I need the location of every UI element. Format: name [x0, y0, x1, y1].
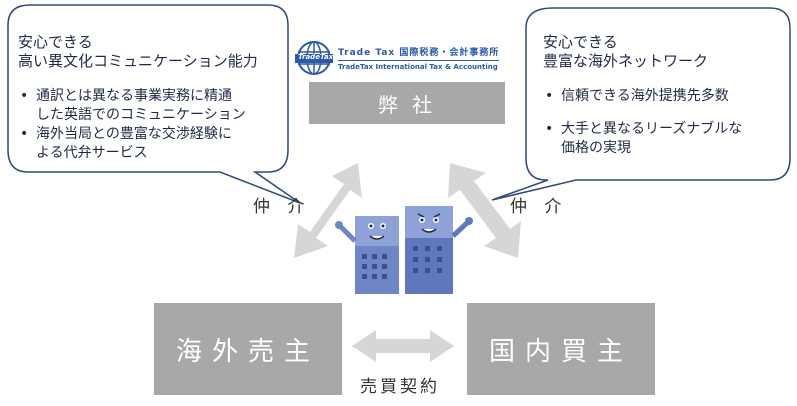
right-bubble-item-1: 信頼できる海外提携先多数 [543, 87, 783, 106]
right-building-icon [405, 206, 473, 294]
left-bubble-item-1: 通訳とは異なる事業実務に精通 した英語でのコミュニケーション [18, 87, 280, 125]
mediation-label-left: 仲 介 [253, 197, 311, 217]
right-bubble-item-2-line-1: 大手と異なるリーズナブルな [561, 121, 743, 137]
logo-name-jp: Trade Tax 国際税務・会計事務所 [338, 48, 500, 58]
right-bubble-title-line-2: 豊富な海外ネットワーク [543, 52, 709, 70]
right-mediation-arrow [448, 163, 521, 258]
left-bubble-list: 通訳とは異なる事業実務に精通 した英語でのコミュニケーション 海外当局との豊富な… [18, 87, 280, 163]
company-logo: TradeTax Trade Tax 国際税務・会計事務所 TradeTax I… [294, 40, 526, 76]
buyer-box: 国内買主 [467, 303, 655, 395]
buildings-illustration [335, 206, 473, 294]
left-bubble-item-2-line-2: よる代弁サービス [36, 145, 148, 161]
contract-label: 売買契約 [360, 377, 440, 397]
company-label: 弊 社 [377, 92, 437, 117]
right-bubble-item-1-line-1: 信頼できる海外提携先多数 [561, 88, 729, 104]
left-bubble-item-2-line-1: 海外当局との豊富な交渉経験に [36, 126, 232, 142]
buyer-label: 国内買主 [488, 336, 633, 367]
left-bubble-title-line-2: 高い異文化コミュニケーション能力 [18, 52, 258, 70]
left-building-icon [335, 216, 399, 294]
left-bubble-title-line-1: 安心できる [18, 33, 93, 51]
company-box: 弊 社 [309, 82, 505, 124]
logo-name-en: TradeTax International Tax & Accounting [338, 63, 498, 71]
seller-label: 海外売主 [175, 336, 320, 367]
mediation-label-right: 仲 介 [510, 197, 568, 217]
right-bubble-list: 信頼できる海外提携先多数 大手と異なるリーズナブルな 価格の実現 [543, 87, 783, 158]
globe-icon [295, 41, 333, 75]
left-bubble-item-1-line-2: した英語でのコミュニケーション [36, 107, 246, 123]
right-bubble-item-2-line-2: 価格の実現 [561, 140, 631, 156]
right-bubble-content: 安心できる 豊富な海外ネットワーク 信頼できる海外提携先多数 大手と異なるリーズ… [543, 33, 783, 158]
left-bubble-item-1-line-1: 通訳とは異なる事業実務に精通 [36, 88, 232, 104]
contract-arrow [352, 330, 454, 362]
logo-mark-text: TradeTax [298, 53, 334, 61]
left-bubble-content: 安心できる 高い異文化コミュニケーション能力 通訳とは異なる事業実務に精通 した… [18, 33, 280, 163]
left-mediation-arrow [294, 163, 362, 258]
right-bubble-title-line-1: 安心できる [543, 33, 618, 51]
left-bubble-item-2: 海外当局との豊富な交渉経験に よる代弁サービス [18, 125, 280, 163]
right-bubble-item-2: 大手と異なるリーズナブルな 価格の実現 [543, 120, 783, 158]
logo-names: Trade Tax 国際税務・会計事務所 TradeTax Internatio… [338, 45, 500, 71]
seller-box: 海外売主 [154, 303, 342, 395]
